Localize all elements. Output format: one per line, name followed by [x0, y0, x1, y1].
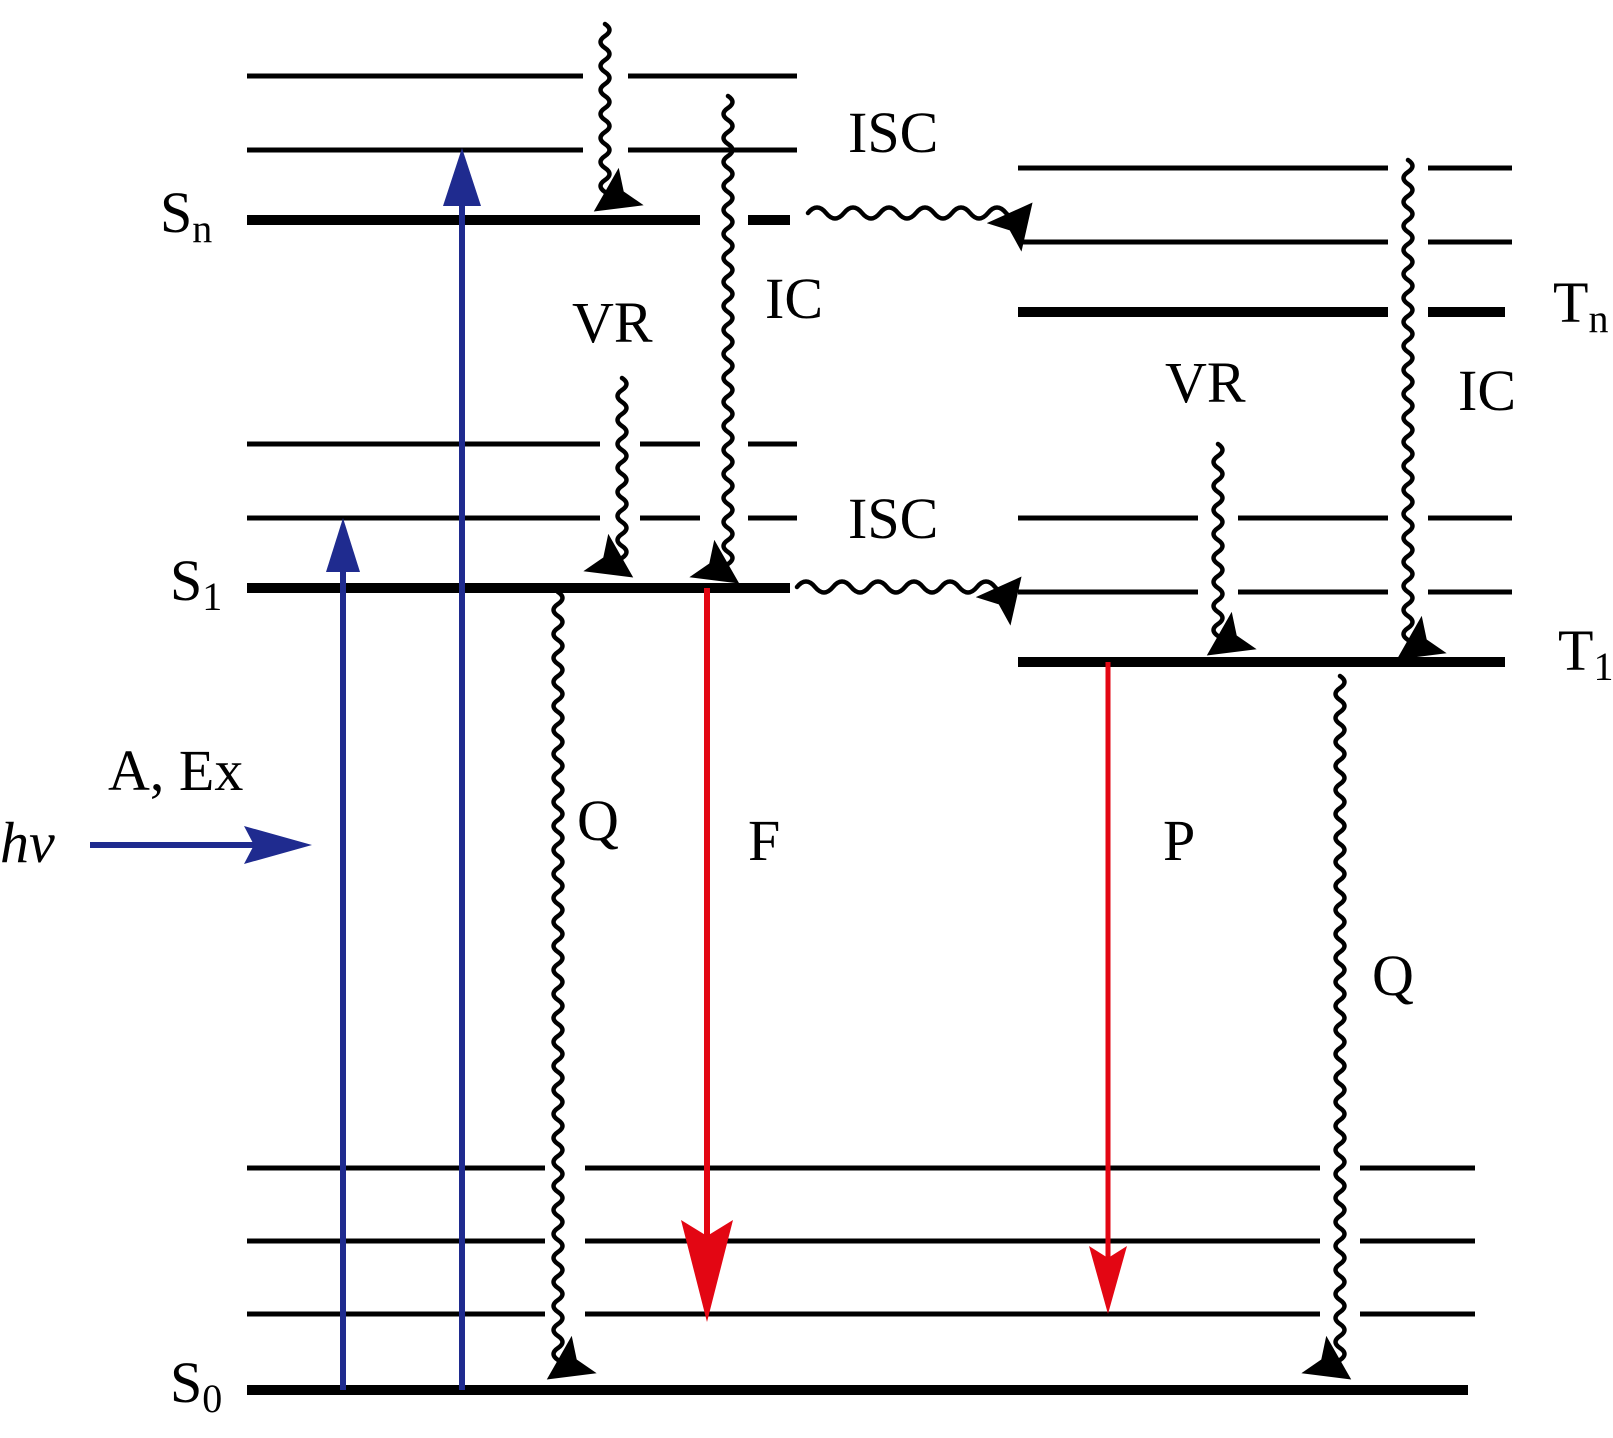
- isc-lower-wave: [794, 576, 1022, 626]
- ic-tn-t1-wave: [1396, 157, 1447, 660]
- state-label-s1: S1: [170, 548, 222, 619]
- state-label-sn: Sn: [160, 180, 212, 251]
- state-label-t1: T1: [1558, 618, 1613, 689]
- ic-sn-s1-wave: [689, 93, 740, 584]
- isc-lower-label: ISC: [848, 486, 938, 551]
- nonradiative-transitions: [546, 21, 1447, 1380]
- state-label-s0: S0: [170, 1350, 222, 1421]
- vr-t1-wave: [1206, 441, 1257, 656]
- t1-vibrational-levels: [1018, 515, 1512, 595]
- fluorescence-label: F: [748, 808, 780, 873]
- s1-vibrational-levels: [247, 441, 797, 521]
- vr-sn-wave: [593, 21, 644, 212]
- q-triplet-label: Q: [1372, 943, 1414, 1008]
- vr-triplet-label: VR: [1165, 350, 1246, 415]
- vr-singlet-label: VR: [572, 290, 653, 355]
- isc-upper-label: ISC: [848, 100, 938, 165]
- fluorescence-arrow: [681, 588, 733, 1322]
- phosphorescence-arrow: [1089, 662, 1127, 1314]
- absorption-excitation-label: A, Ex: [108, 738, 243, 803]
- state-label-tn: Tn: [1553, 270, 1608, 341]
- photon-arrow: [90, 826, 312, 864]
- quench-t1-wave: [1301, 673, 1352, 1380]
- vr-s1-wave: [583, 375, 634, 578]
- s0-vibrational-levels: [247, 1165, 1475, 1317]
- tn-vibrational-levels: [1018, 165, 1512, 245]
- ic-triplet-label: IC: [1458, 358, 1516, 423]
- isc-upper-wave: [805, 202, 1033, 252]
- photon-label: hv: [0, 810, 55, 875]
- absorption-arrow-s1: [326, 518, 360, 1390]
- sn-vibrational-levels: [247, 73, 797, 153]
- ic-singlet-label: IC: [765, 266, 823, 331]
- q-singlet-label: Q: [577, 788, 619, 853]
- absorption-arrow-sn: [443, 148, 481, 1390]
- quench-s1-wave: [546, 589, 597, 1380]
- phosphorescence-label: P: [1163, 808, 1195, 873]
